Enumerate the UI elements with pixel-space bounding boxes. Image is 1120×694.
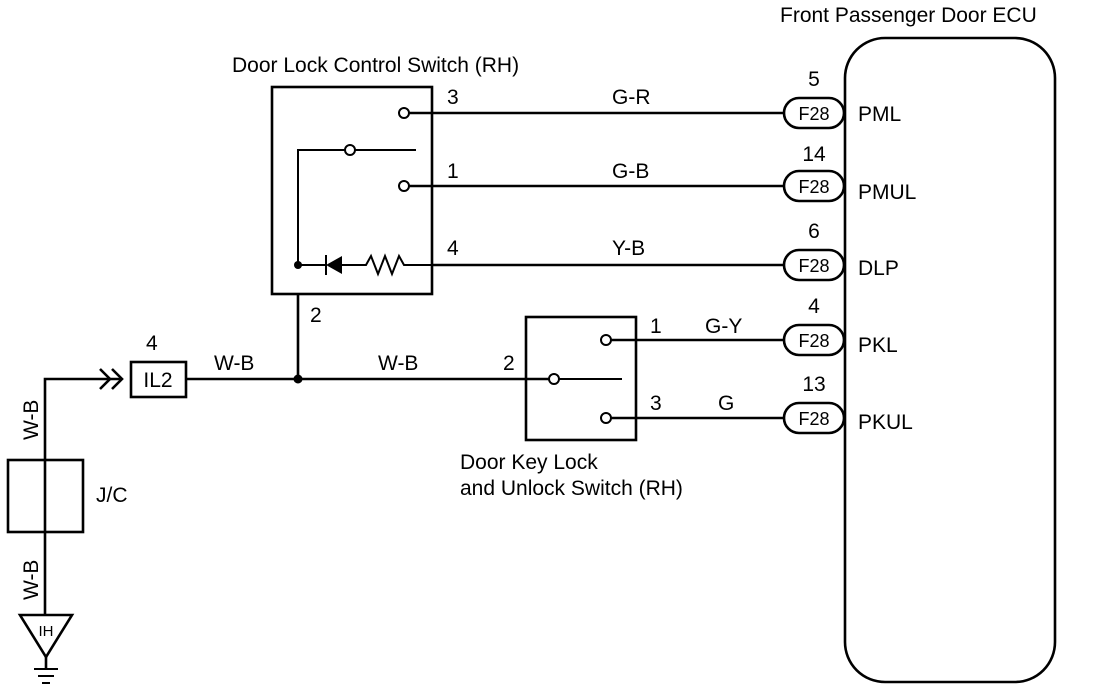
ecu-pin-name: DLP	[858, 257, 899, 280]
wire-label-wb-vert-top: W-B	[20, 400, 43, 440]
wire-label-gy: G-Y	[705, 315, 742, 338]
ecu-pin-pmul: F28 14 PMUL	[782, 143, 916, 204]
connector-f28	[782, 323, 846, 357]
ground-label: IH	[39, 623, 54, 640]
ground-icon	[34, 668, 58, 684]
il2-pin: 4	[146, 332, 158, 355]
connector-f28	[782, 248, 846, 282]
il2-connector	[129, 360, 188, 399]
jc-label: J/C	[96, 484, 128, 507]
ecu-pin-number: 13	[802, 373, 825, 396]
wire-label-g: G	[718, 392, 734, 415]
connector-label: F28	[798, 104, 829, 124]
ecu-pin-number: 4	[808, 295, 820, 318]
connector-label: F28	[798, 256, 829, 276]
connector-label: F28	[798, 409, 829, 429]
lock-switch-pin-1: 1	[447, 160, 459, 183]
lock-switch-common-wire	[297, 149, 345, 265]
lock-switch-pin-2: 2	[310, 304, 322, 327]
key-switch-pivot	[548, 373, 560, 385]
resistor-symbol	[342, 253, 432, 277]
lock-switch-junction	[294, 261, 302, 269]
ecu-pin-number: 14	[802, 143, 826, 166]
key-switch-pin-1: 1	[650, 315, 662, 338]
diode-symbol	[326, 256, 342, 274]
ecu-pin-name: PKUL	[858, 411, 913, 434]
key-switch-pin-3: 3	[650, 392, 662, 415]
ecu-pin-number: 6	[808, 220, 820, 243]
lock-switch-contact-1	[398, 180, 410, 192]
wire-label-gb: G-B	[612, 160, 649, 183]
connector-label: F28	[798, 331, 829, 351]
key-switch-contact-1	[600, 334, 612, 346]
ecu-block	[843, 36, 1057, 684]
ecu-pin-pkl: F28 4 PKL	[782, 295, 898, 357]
wire-label-wb-il2: W-B	[214, 352, 254, 375]
ground-point	[17, 613, 75, 660]
ecu-title: Front Passenger Door ECU	[780, 4, 1037, 27]
lock-switch-pin-3: 3	[447, 86, 459, 109]
lock-switch-title: Door Lock Control Switch (RH)	[232, 54, 519, 77]
ground-bus-junction	[293, 374, 303, 384]
key-switch-title-line2: and Unlock Switch (RH)	[460, 477, 683, 500]
wire-label-yb: Y-B	[612, 237, 645, 260]
ecu-pin-number: 5	[808, 68, 820, 91]
connector-f28	[782, 169, 846, 203]
wire-wb-vertical-top	[43, 377, 120, 460]
ecu-pin-pml: F28 5 PML	[782, 68, 901, 130]
ecu-pin-dlp: F28 6 DLP	[782, 220, 899, 282]
connector-f28	[782, 401, 846, 435]
lock-switch-pin-4: 4	[447, 237, 459, 260]
connector-f28	[782, 96, 846, 130]
ecu-pin-name: PKL	[858, 334, 898, 357]
key-switch-contact-3	[600, 412, 612, 424]
lock-switch-contact-3	[398, 107, 410, 119]
il2-label: IL2	[143, 369, 172, 392]
key-switch-pin-2: 2	[503, 352, 515, 375]
key-switch-title-line1: Door Key Lock	[460, 451, 598, 474]
ecu-pin-pkul: F28 13 PKUL	[782, 373, 913, 435]
wire-label-gr: G-R	[612, 86, 651, 109]
ecu-pin-name: PMUL	[858, 181, 916, 204]
lock-switch-pivot	[344, 144, 356, 156]
connector-label: F28	[798, 177, 829, 197]
wire-label-wb-main: W-B	[378, 352, 418, 375]
connector-chevron-icon	[111, 368, 124, 390]
wire-label-wb-vert-bottom: W-B	[20, 560, 43, 600]
ecu-pin-name: PML	[858, 103, 901, 126]
